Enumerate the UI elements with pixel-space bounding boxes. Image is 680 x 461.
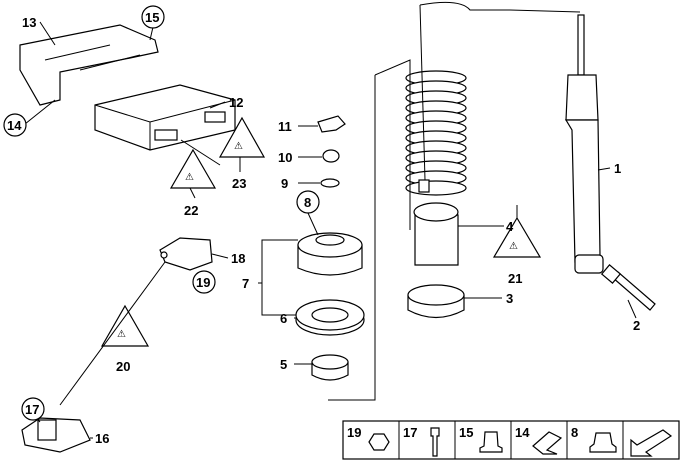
circled-labels: 15 14 8 19 17 [3, 5, 320, 421]
legend-label: 15 [459, 425, 473, 440]
label-15: 15 [145, 10, 159, 25]
label-3: 3 [506, 291, 513, 306]
coil-spring-part [405, 70, 467, 196]
label-16: 16 [95, 431, 109, 446]
label-18: 18 [231, 251, 245, 266]
label-10: 10 [278, 150, 292, 165]
bracket-part [19, 24, 159, 106]
legend-item: 14 [515, 425, 563, 455]
warning-triangle-21: ⚠ [492, 216, 542, 258]
bolt-icon [430, 427, 440, 457]
legend-label: 14 [515, 425, 530, 440]
svg-text:⚠: ⚠ [509, 241, 518, 252]
cap-nut-icon [479, 431, 503, 453]
label-17: 17 [25, 402, 39, 417]
legend-item: 15 [459, 425, 503, 453]
control-unit-part [94, 84, 236, 151]
spring-seat-part [407, 284, 465, 319]
bump-stop-part [311, 354, 349, 381]
boot-part [413, 202, 459, 266]
warning-triangle-23: ⚠ [218, 116, 266, 158]
warning-triangle-22: ⚠ [169, 148, 217, 189]
bolt-part [600, 264, 656, 311]
sensor-lower-part [21, 417, 91, 453]
legend-item [630, 429, 673, 457]
bushing-10 [322, 149, 340, 163]
legend-item: 19 [347, 425, 390, 451]
label-8: 8 [304, 195, 311, 210]
sensor-part [159, 237, 213, 271]
label-21: 21 [508, 271, 522, 286]
legend-label: 19 [347, 425, 361, 440]
svg-text:⚠: ⚠ [234, 141, 243, 152]
label-20: 20 [116, 359, 130, 374]
legend-label: 17 [403, 425, 417, 440]
flange-nut-icon [589, 432, 617, 453]
label-1: 1 [614, 161, 621, 176]
warning-triangle-20: ⚠ [100, 304, 150, 347]
washer-9 [320, 178, 340, 188]
arrow-icon [630, 429, 673, 457]
clip-icon [532, 431, 563, 455]
legend-item: 8 [571, 425, 617, 453]
label-13: 13 [22, 15, 36, 30]
label-9: 9 [281, 176, 288, 191]
legend-item: 17 [403, 425, 440, 457]
label-5: 5 [280, 357, 287, 372]
label-6: 6 [280, 311, 287, 326]
callout-labels: 13 12 22 23 11 10 9 7 18 6 5 20 16 4 3 2… [22, 15, 640, 446]
spring-coil [405, 180, 467, 196]
label-12: 12 [229, 95, 243, 110]
bearing-part [295, 299, 365, 336]
svg-text:⚠: ⚠ [117, 329, 126, 340]
hardware-legend: 19 17 15 14 8 [342, 420, 680, 460]
label-2: 2 [633, 318, 640, 333]
label-11: 11 [278, 119, 292, 134]
leader-lines [24, 21, 637, 439]
label-4: 4 [506, 219, 514, 234]
shock-absorber-part [418, 1, 604, 274]
strut-mount-part [297, 232, 363, 276]
clip-11 [317, 115, 346, 133]
label-14: 14 [7, 118, 22, 133]
label-19: 19 [196, 275, 210, 290]
legend-label: 8 [571, 425, 578, 440]
label-7: 7 [242, 276, 249, 291]
hex-nut-icon [368, 433, 390, 451]
label-23: 23 [232, 176, 246, 191]
svg-text:⚠: ⚠ [185, 172, 194, 183]
label-22: 22 [184, 203, 198, 218]
